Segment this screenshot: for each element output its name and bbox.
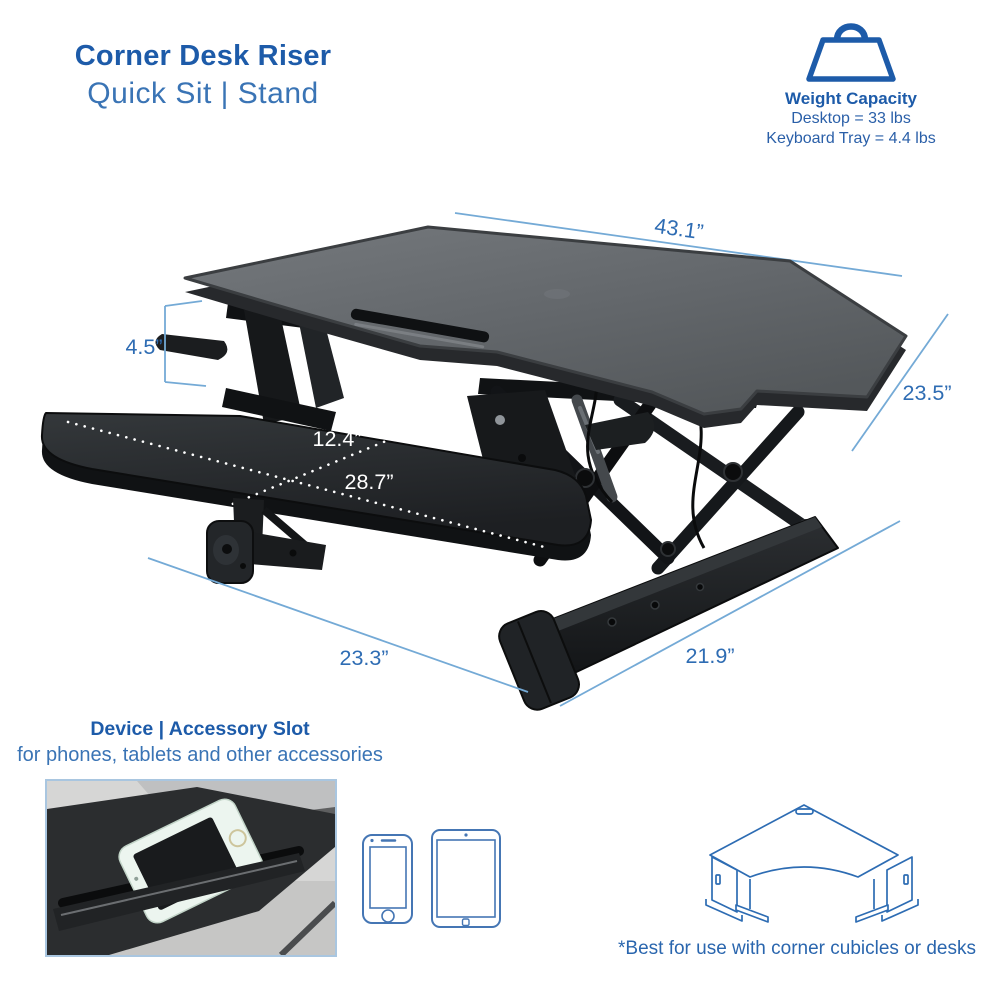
weight-capacity-title: Weight Capacity	[785, 89, 917, 108]
accessory-slot-photo	[45, 779, 337, 957]
keyboard-tray: 12.4” 28.7”	[40, 412, 592, 561]
dim-line-desktop-width	[454, 212, 903, 277]
dim-label-tray-width: 28.7”	[344, 470, 393, 494]
device-icons	[362, 829, 501, 928]
smartphone-icon	[362, 834, 413, 924]
tablet-icon	[431, 829, 501, 928]
logo-mark	[544, 289, 570, 299]
weight-capacity-desktop: Desktop = 33 lbs	[791, 110, 911, 127]
device-slot-title: Device | Accessory Slot	[90, 718, 310, 740]
left-base-mount	[206, 498, 326, 584]
dim-line-left-base	[147, 557, 529, 693]
header: Corner Desk Riser Quick Sit | Stand	[38, 40, 368, 111]
dim-label-left-base: 23.3”	[339, 646, 388, 670]
release-handle	[155, 334, 228, 360]
dim-label-desktop-width: 43.1”	[653, 214, 705, 245]
dim-bracket-riser-height	[164, 300, 207, 387]
device-slot-description: for phones, tablets and other accessorie…	[17, 744, 383, 766]
desktop-surface	[183, 225, 908, 428]
dim-label-tray-depth: 12.4”	[312, 427, 361, 451]
page-title: Corner Desk Riser	[74, 40, 332, 72]
dim-label-right-base: 21.9”	[685, 644, 734, 668]
release-paddle	[585, 412, 655, 450]
dim-label-desktop-depth: 23.5”	[902, 381, 951, 405]
dim-label-riser-height: 4.5”	[125, 335, 162, 359]
footnote-text: *Best for use with corner cubicles or de…	[618, 938, 976, 959]
weight-capacity-tray: Keyboard Tray = 4.4 lbs	[766, 130, 936, 147]
right-base-rail	[498, 516, 839, 711]
weight-capacity-block: Weight Capacity Desktop = 33 lbs Keyboar…	[745, 20, 957, 149]
dotted-line-tray-width	[66, 420, 550, 550]
desktop-accessory-slot	[350, 308, 490, 349]
dim-line-desktop-depth	[851, 313, 949, 452]
dim-line-right-base	[559, 520, 901, 707]
page-subtitle: Quick Sit | Stand	[87, 77, 319, 110]
corner-desk-icon	[705, 804, 919, 923]
weight-capacity-icon	[806, 23, 896, 82]
